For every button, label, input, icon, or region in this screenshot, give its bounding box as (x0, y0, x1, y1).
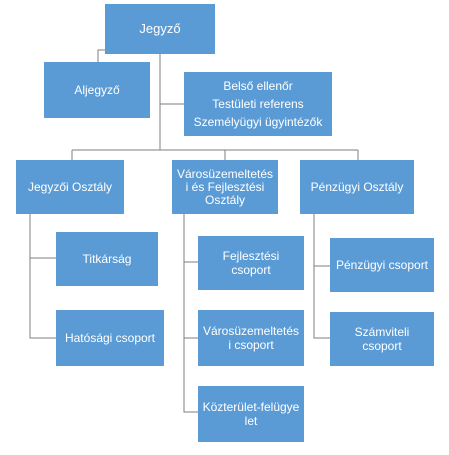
department-label: i és Fejlesztési (185, 179, 265, 194)
department-label: Jegyzői Osztály (27, 180, 113, 194)
unit-label: i csoport (228, 338, 274, 352)
dept2-unit-line (183, 214, 198, 413)
unit-box: Számviteli csoport (330, 312, 434, 366)
unit-box: Fejlesztési csoport (198, 236, 304, 290)
department-label: Pénzügyi Osztály (310, 180, 404, 194)
department-box: Városüzemeltetés i és Fejlesztési Osztál… (172, 160, 278, 214)
staff-box: Belső ellenőr Testületi referens Személy… (184, 72, 332, 136)
unit-label: Városüzemeltetés (202, 324, 300, 338)
unit-box: Városüzemeltetés i csoport (198, 310, 304, 366)
dept1-unit-line (29, 214, 56, 339)
unit-label: Fejlesztési (222, 249, 280, 263)
unit-label: Titkárság (82, 252, 132, 266)
department-box: Jegyzői Osztály (16, 160, 124, 214)
department-box: Pénzügyi Osztály (300, 160, 414, 214)
staff-line: Testületi referens (212, 97, 304, 111)
root-box: Jegyző (105, 4, 215, 54)
department-label: Városüzemeltetés (176, 166, 274, 181)
unit-label: Pénzügyi csoport (335, 258, 429, 272)
connectors (29, 49, 359, 413)
deputy-label: Aljegyző (74, 83, 120, 97)
staff-line: Személyügyi ügyintézők (193, 115, 323, 129)
dept3-unit-line (313, 214, 330, 339)
unit-box: Közterület-felügye let (198, 386, 304, 442)
unit-box: Titkárság (56, 232, 158, 286)
unit-label: Számviteli (354, 325, 410, 339)
unit-box: Hatósági csoport (56, 310, 164, 366)
root-label: Jegyző (139, 21, 181, 36)
unit-label: Hatósági csoport (64, 331, 156, 345)
staff-line: Belső ellenőr (223, 79, 293, 93)
unit-label: let (244, 414, 258, 428)
deputy-box: Aljegyző (44, 62, 150, 118)
unit-label: csoport (362, 339, 402, 353)
department-label: Osztály (204, 192, 245, 207)
unit-label: Közterület-felügye (202, 400, 300, 414)
unit-box: Pénzügyi csoport (330, 238, 434, 292)
unit-label: csoport (231, 263, 271, 277)
